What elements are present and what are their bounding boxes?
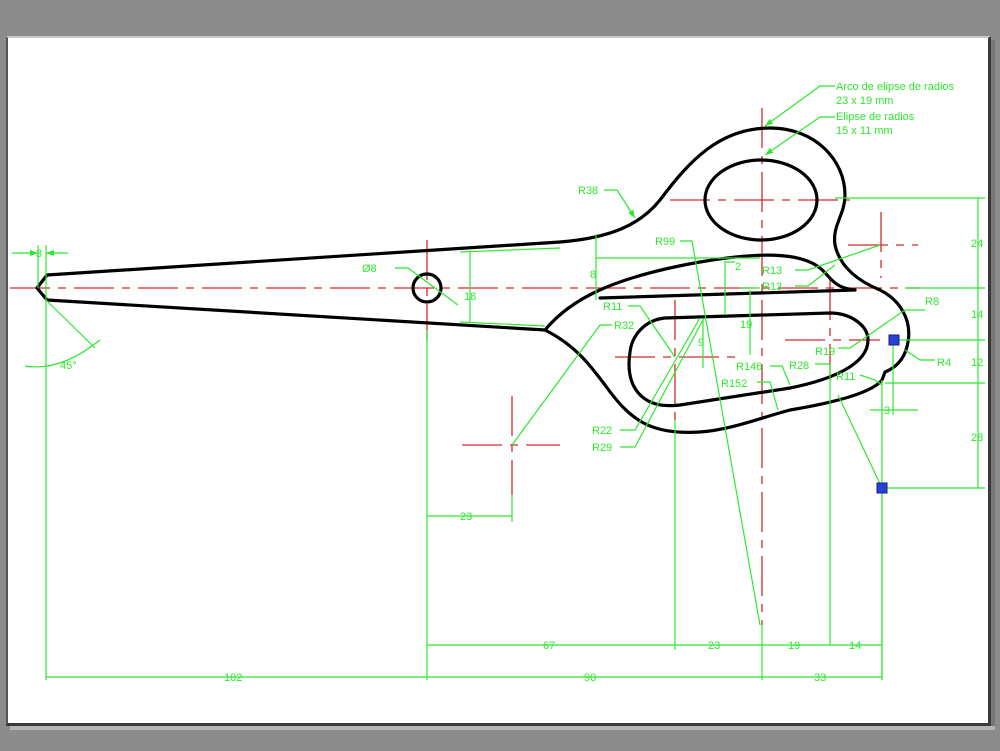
dim-blade-height: 18 — [464, 291, 476, 303]
dim-r22: R22 — [592, 425, 612, 437]
dim-right-28: 28 — [971, 432, 983, 444]
dim-r13b: R13 — [762, 281, 782, 293]
dim-r13a: R13 — [762, 265, 782, 277]
dim-r19: R19 — [815, 346, 835, 358]
dim-9: 9 — [698, 337, 704, 349]
dim-bottom-67: 67 — [543, 640, 555, 652]
dim-r8: R8 — [925, 296, 939, 308]
dim-right-14: 14 — [971, 309, 983, 321]
scissors-outline — [35, 126, 911, 434]
dim-pivot-diameter: Ø8 — [362, 263, 377, 275]
dim-2: 2 — [735, 261, 741, 273]
dim-19: 19 — [740, 319, 752, 331]
dim-r32: R32 — [614, 320, 634, 332]
dim-r152: R152 — [721, 378, 747, 390]
dim-bottom-23: 23 — [708, 640, 720, 652]
note-ellipse-1: Elipse de radios — [836, 111, 915, 123]
dim-r38: R38 — [578, 185, 598, 197]
dim-bottom-19: 19 — [788, 640, 800, 652]
dim-r99: R99 — [655, 236, 675, 248]
grip-point-icon[interactable] — [876, 482, 888, 494]
note-ellipse-arc-1: Arco de elipse de radios — [836, 81, 955, 93]
dimension-labels: Arco de elipse de radios 23 x 19 mm Elip… — [36, 81, 983, 684]
dim-r4: R4 — [937, 357, 951, 369]
note-ellipse-arc-2: 23 x 19 mm — [836, 95, 893, 107]
dimension-lines — [12, 85, 985, 680]
dim-right-12: 12 — [971, 357, 983, 369]
selection-grips[interactable] — [876, 334, 900, 494]
dim-bottom-90: 90 — [584, 672, 596, 684]
grip-point-icon[interactable] — [888, 334, 900, 346]
centerlines — [10, 108, 920, 625]
dim-r28: R28 — [789, 360, 809, 372]
note-ellipse-2: 15 x 11 mm — [836, 125, 893, 137]
sheet-shadow-bottom — [10, 726, 995, 730]
dim-r11-top: R11 — [603, 301, 622, 313]
dim-tip-width: 3 — [36, 248, 42, 260]
dim-right-24: 24 — [971, 238, 983, 250]
dim-3-right: 3 — [884, 405, 890, 417]
dim-8: 8 — [590, 269, 596, 281]
dim-bottom-102: 102 — [224, 672, 242, 684]
dim-bottom-14: 14 — [849, 640, 861, 652]
dim-tip-angle: 45° — [60, 360, 77, 372]
dim-offset-23: 23 — [460, 511, 472, 523]
dim-r11-right: R11 — [836, 371, 855, 383]
dim-r146: R146 — [736, 361, 762, 373]
dim-bottom-33: 33 — [814, 672, 826, 684]
dim-r29: R29 — [592, 442, 612, 454]
sheet-shadow-right — [991, 40, 995, 730]
